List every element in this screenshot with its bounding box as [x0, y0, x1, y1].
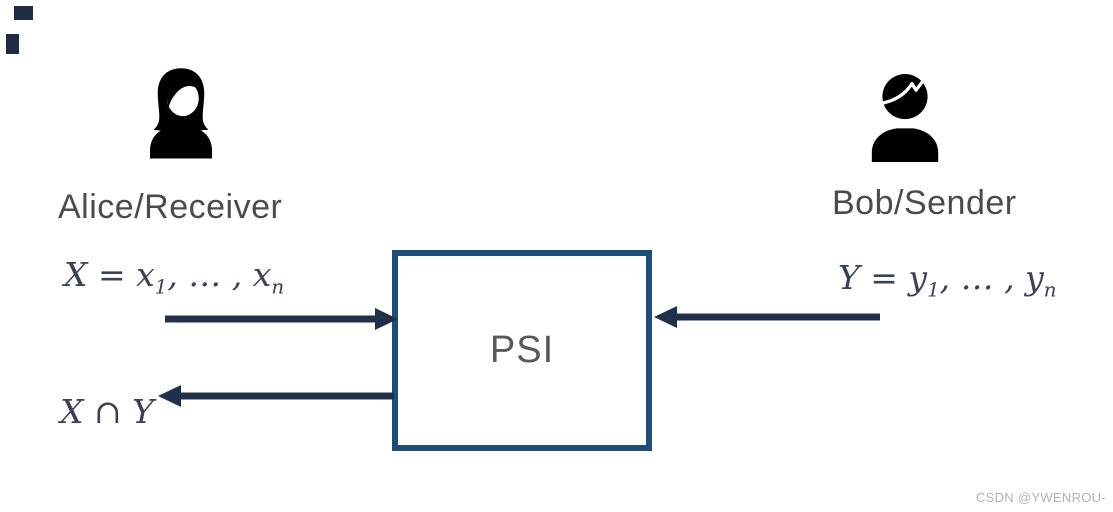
- bob-input-set-formula: Y = y1, … , yn: [838, 258, 1057, 300]
- csdn-watermark: CSDN @YWENROU-: [975, 490, 1106, 505]
- man-user-icon: [871, 73, 939, 162]
- bob-label: Bob/Sender: [832, 184, 1017, 222]
- intersection-output-formula: X ∩ Y: [60, 392, 154, 431]
- formula-text: , … , y: [939, 258, 1044, 297]
- psi-box-label: PSI: [489, 329, 555, 371]
- output-arrow: [158, 385, 394, 407]
- alice-input-arrow: [165, 308, 398, 330]
- corner-artifact-2: [6, 34, 19, 54]
- alice-label: Alice/Receiver: [58, 188, 283, 226]
- formula-text: , … , x: [167, 255, 272, 294]
- formula-subscript: n: [271, 275, 285, 299]
- formula-subscript: 1: [154, 275, 168, 299]
- formula-text: Y = y: [838, 258, 928, 297]
- woman-user-icon: [150, 68, 212, 159]
- psi-process-box: PSI: [392, 250, 652, 451]
- formula-subscript: 1: [927, 278, 940, 302]
- formula-subscript: n: [1043, 278, 1057, 302]
- bob-input-arrow: [654, 306, 880, 328]
- alice-input-set-formula: X = x1, … , xn: [64, 255, 284, 297]
- corner-artifact-1: [14, 6, 33, 20]
- formula-text: X = x: [64, 255, 155, 294]
